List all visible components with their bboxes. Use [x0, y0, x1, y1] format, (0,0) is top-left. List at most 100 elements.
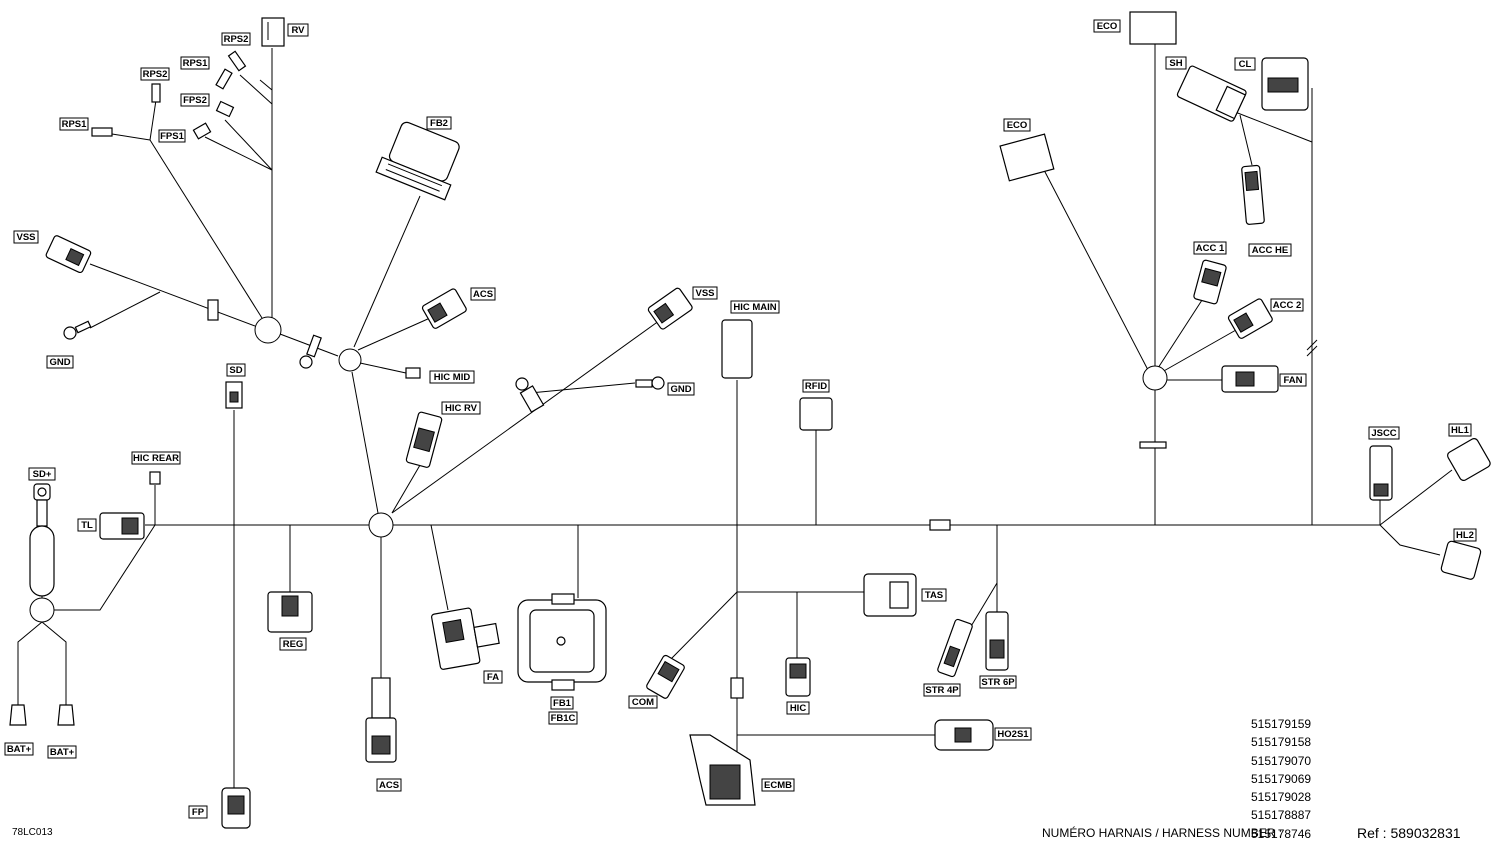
label-str6p: STR 6P	[979, 675, 1017, 689]
svg-text:RPS2: RPS2	[143, 69, 168, 80]
hic-rear-connector	[149, 471, 161, 485]
rps1-sensor	[91, 127, 113, 137]
label-jscc: JSCC	[1368, 426, 1400, 440]
label-str4p: STR 4P	[923, 683, 961, 697]
label-fps1: FPS1	[158, 129, 186, 143]
label-vss-mid: VSS	[692, 286, 718, 300]
inline-fuse-left	[207, 299, 219, 321]
svg-text:HIC REAR: HIC REAR	[133, 453, 179, 464]
hic-main-connector	[721, 319, 753, 379]
svg-text:HIC RV: HIC RV	[445, 403, 478, 414]
harness-number: 515178887	[1251, 808, 1312, 823]
svg-text:TAS: TAS	[925, 590, 943, 601]
ecmb-connector	[689, 677, 756, 806]
label-hic-rv: HIC RV	[441, 401, 481, 415]
label-vss-left: VSS	[13, 230, 39, 244]
junctions	[29, 316, 1168, 623]
label-ecmb: ECMB	[761, 778, 795, 792]
svg-text:RV: RV	[291, 25, 305, 36]
svg-text:FAN: FAN	[1284, 375, 1303, 386]
acs-bottom-connector	[371, 677, 391, 719]
label-sh: SH	[1165, 56, 1187, 70]
svg-text:RPS2: RPS2	[224, 34, 249, 45]
label-fan: FAN	[1279, 373, 1307, 387]
svg-text:FB1C: FB1C	[551, 713, 576, 724]
svg-text:FPS2: FPS2	[183, 95, 207, 106]
svg-text:HIC MID: HIC MID	[434, 372, 471, 383]
svg-text:ECO: ECO	[1007, 120, 1028, 131]
svg-text:GND: GND	[49, 357, 70, 368]
fb2-fuse-box	[375, 121, 460, 201]
label-gnd-mid: GND	[667, 382, 695, 396]
bat-plus-2-terminal	[57, 704, 75, 726]
rv-connector	[261, 17, 285, 47]
eco-connector	[999, 133, 1055, 182]
svg-text:SD+: SD+	[33, 469, 52, 480]
label-rfid: RFID	[802, 379, 830, 393]
rps2-sensor	[151, 83, 161, 103]
label-rps1: RPS1	[59, 117, 89, 131]
label-acc-he: ACC HE	[1248, 243, 1292, 257]
label-cl: CL	[1234, 57, 1256, 71]
harness-number: 515179069	[1251, 771, 1312, 786]
svg-text:ACS: ACS	[473, 289, 493, 300]
fps2-sensor	[215, 100, 235, 118]
vss-mid-connector	[647, 287, 693, 330]
label-hic: HIC	[786, 701, 810, 715]
svg-text:VSS: VSS	[695, 288, 714, 299]
svg-text:REG: REG	[283, 639, 304, 650]
label-com: COM	[628, 695, 658, 709]
fps1-sensor	[192, 122, 212, 140]
label-hic-mid: HIC MID	[429, 370, 475, 384]
label-eco-top: ECO	[1093, 19, 1121, 33]
svg-text:RFID: RFID	[805, 381, 827, 392]
inline-connector-right	[1139, 441, 1167, 449]
label-acs-bottom: ACS	[376, 778, 402, 792]
rps2-top-sensor	[227, 50, 247, 72]
label-hic-main: HIC MAIN	[730, 300, 780, 314]
svg-text:STR 6P: STR 6P	[981, 677, 1015, 688]
rfid-connector	[799, 397, 833, 431]
svg-text:RPS1: RPS1	[62, 119, 88, 130]
label-sd-plus: SD+	[28, 467, 56, 481]
label-hl1: HL1	[1448, 423, 1472, 437]
label-tas: TAS	[921, 588, 947, 602]
svg-text:HIC: HIC	[790, 703, 807, 714]
junction-splice-5	[1142, 365, 1168, 391]
svg-text:HO2S1: HO2S1	[997, 729, 1029, 740]
svg-text:VSS: VSS	[16, 232, 35, 243]
harness-number: 515179158	[1251, 735, 1312, 750]
svg-text:JSCC: JSCC	[1371, 428, 1396, 439]
drawing-code: 78LC013	[12, 827, 53, 838]
label-fb1c: FB1C	[548, 711, 578, 725]
eco-top-connector	[1129, 11, 1177, 45]
svg-text:SH: SH	[1169, 58, 1182, 69]
svg-text:ECO: ECO	[1097, 21, 1118, 32]
svg-text:COM: COM	[632, 697, 654, 708]
svg-text:BAT+: BAT+	[7, 744, 32, 755]
label-hic-rear: HIC REAR	[131, 451, 181, 465]
str4p-connector	[937, 618, 973, 678]
sd-plus-cable	[29, 483, 55, 597]
label-sd: SD	[226, 363, 246, 377]
harness-number: 515179028	[1251, 790, 1312, 805]
svg-text:ECMB: ECMB	[764, 780, 792, 791]
fb1-fuse-box	[517, 593, 607, 691]
hic-rv-connector	[405, 411, 443, 468]
label-gnd-left: GND	[46, 355, 74, 369]
label-ho2s1: HO2S1	[994, 727, 1032, 741]
harness-number-list: 515179159 515179158 515179070 515179069 …	[1251, 715, 1321, 843]
svg-text:ACC 2: ACC 2	[1273, 300, 1302, 311]
svg-text:FB1: FB1	[553, 698, 572, 709]
connector-shapes	[9, 11, 1491, 829]
label-tl: TL	[77, 518, 97, 532]
junction-splice-3	[368, 512, 394, 538]
label-hl2: HL2	[1453, 528, 1477, 542]
svg-text:HL2: HL2	[1456, 530, 1474, 541]
rps1-top-sensor	[215, 68, 233, 90]
sh-connector	[1176, 65, 1247, 122]
svg-text:TL: TL	[81, 520, 93, 531]
svg-text:RPS1: RPS1	[183, 58, 209, 69]
label-bat-plus-2: BAT+	[47, 745, 77, 759]
